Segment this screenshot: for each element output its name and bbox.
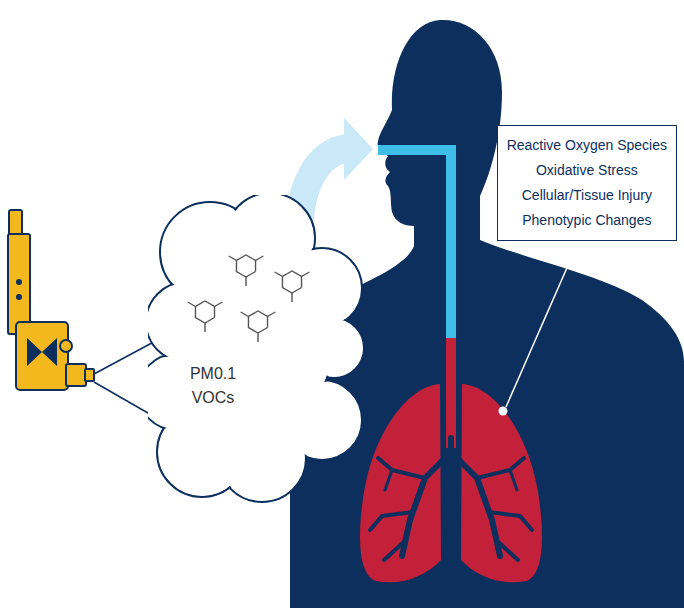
effect-item: Reactive Oxygen Species [507, 133, 667, 158]
smoke-cloud: PM0.1VOCs [148, 195, 370, 505]
molecule-structures [188, 255, 310, 342]
bronchi [370, 438, 532, 560]
pollutant-label: VOCs [178, 386, 248, 410]
effect-item: Phenotypic Changes [507, 208, 667, 233]
leader-line [506, 243, 578, 407]
effect-item: Oxidative Stress [507, 158, 667, 183]
effect-item: Cellular/Tissue Injury [507, 183, 667, 208]
cloud-outline [148, 195, 370, 505]
effects-box: Reactive Oxygen SpeciesOxidative StressC… [497, 125, 677, 241]
cloud-text: PM0.1VOCs [178, 362, 248, 410]
lung-marker-dot [499, 407, 508, 416]
vape-device [8, 210, 94, 390]
trachea [446, 338, 456, 448]
pollutant-label: PM0.1 [178, 362, 248, 386]
airway-upper [378, 150, 451, 342]
